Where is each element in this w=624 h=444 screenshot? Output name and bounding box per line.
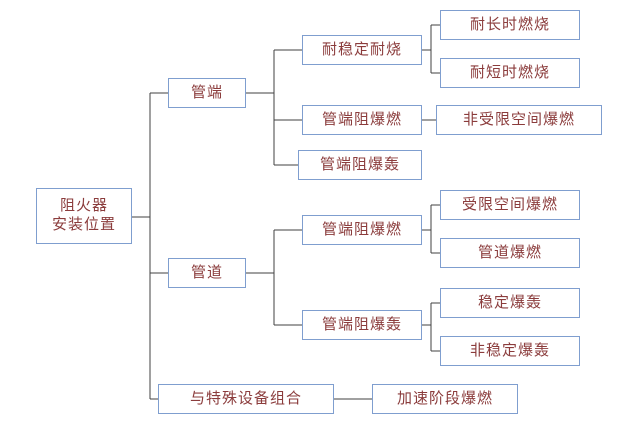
node-unstable-detonation: 非稳定爆轰 (440, 336, 580, 366)
node-pipeline-deflagration-arrest: 管端阻爆燃 (302, 215, 422, 245)
node-root-line2: 安装位置 (51, 217, 116, 233)
node-confined-space-deflagration: 受限空间爆燃 (440, 190, 580, 220)
node-short-time-burning: 耐短时燃烧 (440, 58, 580, 88)
node-root-line1: 阻火器 (59, 198, 108, 215)
node-pipe-end-detonation-arrest: 管端阻爆轰 (298, 150, 422, 180)
node-accelerated-stage-deflagration: 加速阶段爆燃 (372, 384, 518, 414)
node-pipe-end: 管端 (168, 78, 246, 108)
node-stable-detonation: 稳定爆轰 (440, 288, 580, 318)
node-special-equipment-combination: 与特殊设备组合 (158, 384, 334, 414)
node-unconfined-space-deflagration: 非受限空间爆燃 (436, 105, 602, 135)
node-long-time-burning: 耐长时燃烧 (440, 10, 580, 40)
node-pipe-end-deflagration-arrest: 管端阻爆燃 (302, 105, 422, 135)
node-pipeline-detonation-arrest: 管端阻爆轰 (302, 310, 422, 340)
node-root-installation-position: 阻火器 安装位置 (36, 188, 132, 244)
node-pipeline-deflagration: 管道爆燃 (440, 238, 580, 268)
node-pipeline: 管道 (168, 258, 246, 288)
node-stable-burning-resistant: 耐稳定耐烧 (302, 35, 422, 65)
